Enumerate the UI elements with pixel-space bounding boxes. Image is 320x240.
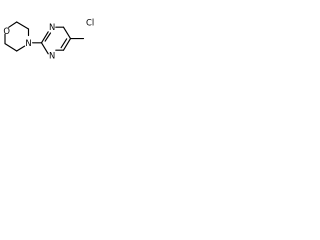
pyrimidine-bond-c5-c4 [62,38,72,51]
pyrimidine-ring [40,26,72,55]
morpholine-bond-c5-c6 [16,21,30,30]
atom-label-morpholine-nitrogen: N [25,38,31,48]
atom-label-pyrimidine-n1: N [49,22,55,32]
atom-label-chlorine: Cl [86,18,94,28]
atom-label-pyrimidine-n3: N [49,50,55,60]
pyrimidine-bond-n3-c2 [40,42,49,55]
chemical-structure: O N N N Cl [3,18,94,61]
morpholine-ring [4,21,30,52]
morpholine-bond-c6-o [8,21,18,28]
pyrimidine-bond-c5-c4-inner [60,38,68,49]
pyrimidine-bond-c2-n1 [40,31,49,44]
pyrimidine-bond-c6-c5 [62,26,72,40]
morpholine-bond-c2-c3 [4,43,18,52]
pyrimidine-bond-c2-n1-inner [44,32,52,42]
morpholine-bond-c3-n [16,45,26,52]
atom-label-oxygen: O [3,26,10,36]
